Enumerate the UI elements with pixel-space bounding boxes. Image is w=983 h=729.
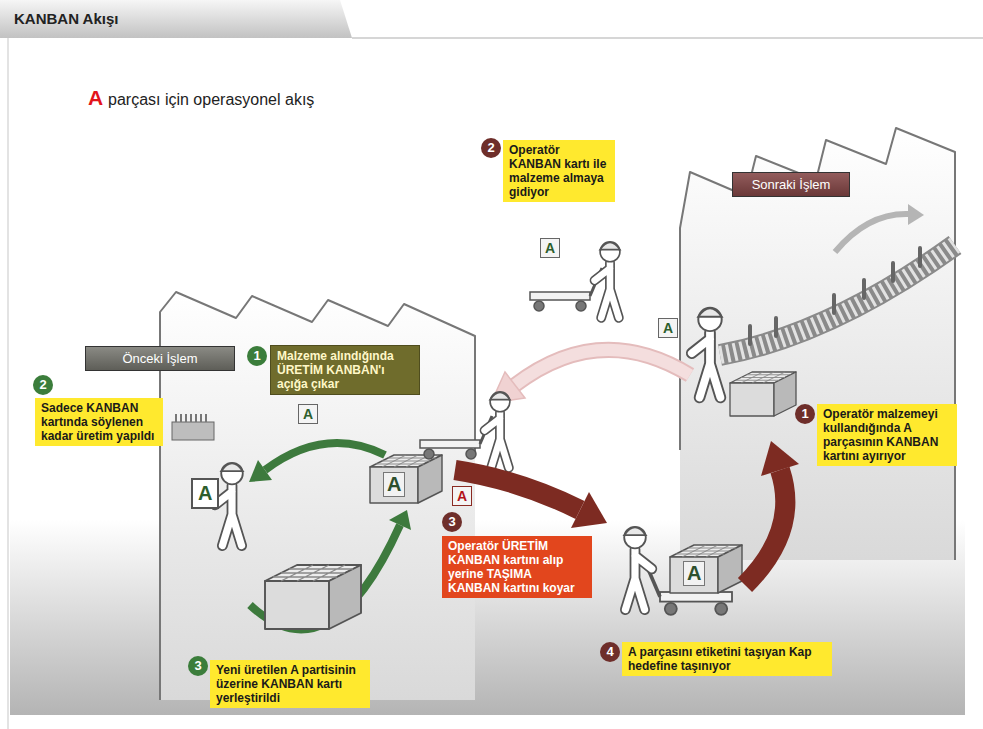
container-symbol: [670, 545, 742, 593]
header-tab: [0, 0, 352, 38]
callout-text: A parçasını etiketini taşıyan Kap hedefi…: [628, 645, 826, 673]
page-title: KANBAN Akışı: [14, 10, 118, 27]
callout-box: 2Operatör KANBAN kartı ile malzeme almay…: [503, 140, 615, 202]
callout-number: 2: [33, 375, 53, 395]
worker-figure: [595, 242, 620, 318]
kanban-card: A: [658, 318, 678, 338]
container-symbol: [370, 455, 442, 503]
worker-figure: [485, 392, 510, 468]
callout-text: Malzeme alındığında ÜRETİM KANBAN'ı açığ…: [277, 349, 413, 391]
process-band: Önceki İşlem: [85, 346, 235, 371]
part-label: A: [683, 561, 705, 586]
worker-figure: [624, 527, 652, 610]
header-rule: [352, 37, 983, 39]
kanban-card: A: [298, 404, 318, 424]
subtitle: parçası için operasyonel akış: [108, 91, 314, 109]
conveyor-symbol: [720, 204, 955, 355]
callout-box: 3Yeni üretilen A partisinin üzerine KANB…: [210, 660, 370, 708]
process-band: Sonraki İşlem: [732, 172, 850, 197]
callout-text: Operatör malzemeyi kullandığında A parça…: [823, 407, 951, 463]
callout-text: Operatör KANBAN kartı ile malzeme almaya…: [509, 143, 609, 199]
callout-number: 1: [795, 404, 815, 424]
callout-number: 4: [600, 642, 620, 662]
callout-number: 3: [442, 512, 462, 532]
return-arrow: [491, 350, 690, 403]
side-rule: [7, 38, 9, 729]
machine-symbol: [172, 414, 214, 440]
callout-box: 4A parçasını etiketini taşıyan Kap hedef…: [622, 642, 832, 676]
subtitle-letter: A: [88, 86, 103, 110]
cart-symbol: [530, 268, 602, 311]
callout-number: 1: [247, 346, 267, 366]
callout-text: Yeni üretilen A partisinin üzerine KANBA…: [216, 663, 364, 705]
callout-number: 3: [188, 656, 208, 676]
cart-symbol: [420, 416, 492, 459]
kanban-card: A: [191, 478, 219, 509]
callout-box: 1Operatör malzemeyi kullandığında A parç…: [817, 404, 957, 466]
factory-fill: [680, 128, 955, 560]
callout-number: 2: [481, 138, 501, 158]
container-symbol: [730, 372, 796, 416]
callout-text: Önceki İşlem: [94, 351, 226, 366]
callout-text: Sonraki İşlem: [741, 177, 841, 192]
callout-text: Sadece KANBAN kartında söylenen kadar ür…: [41, 401, 157, 443]
callout-box: 3Operatör ÜRETİM KANBAN kartını alıp yer…: [442, 536, 592, 598]
worker-figure: [692, 308, 722, 398]
kanban-card: A: [540, 238, 560, 258]
callout-box: 2Sadece KANBAN kartında söylenen kadar ü…: [35, 398, 163, 446]
callout-box: 1Malzeme alındığında ÜRETİM KANBAN'ı açı…: [270, 345, 420, 395]
callout-text: Operatör ÜRETİM KANBAN kartını alıp yeri…: [448, 539, 586, 595]
container-symbol: [265, 565, 361, 629]
part-label: A: [383, 472, 405, 497]
factory-outline: [680, 128, 955, 560]
kanban-card: A: [452, 486, 472, 506]
